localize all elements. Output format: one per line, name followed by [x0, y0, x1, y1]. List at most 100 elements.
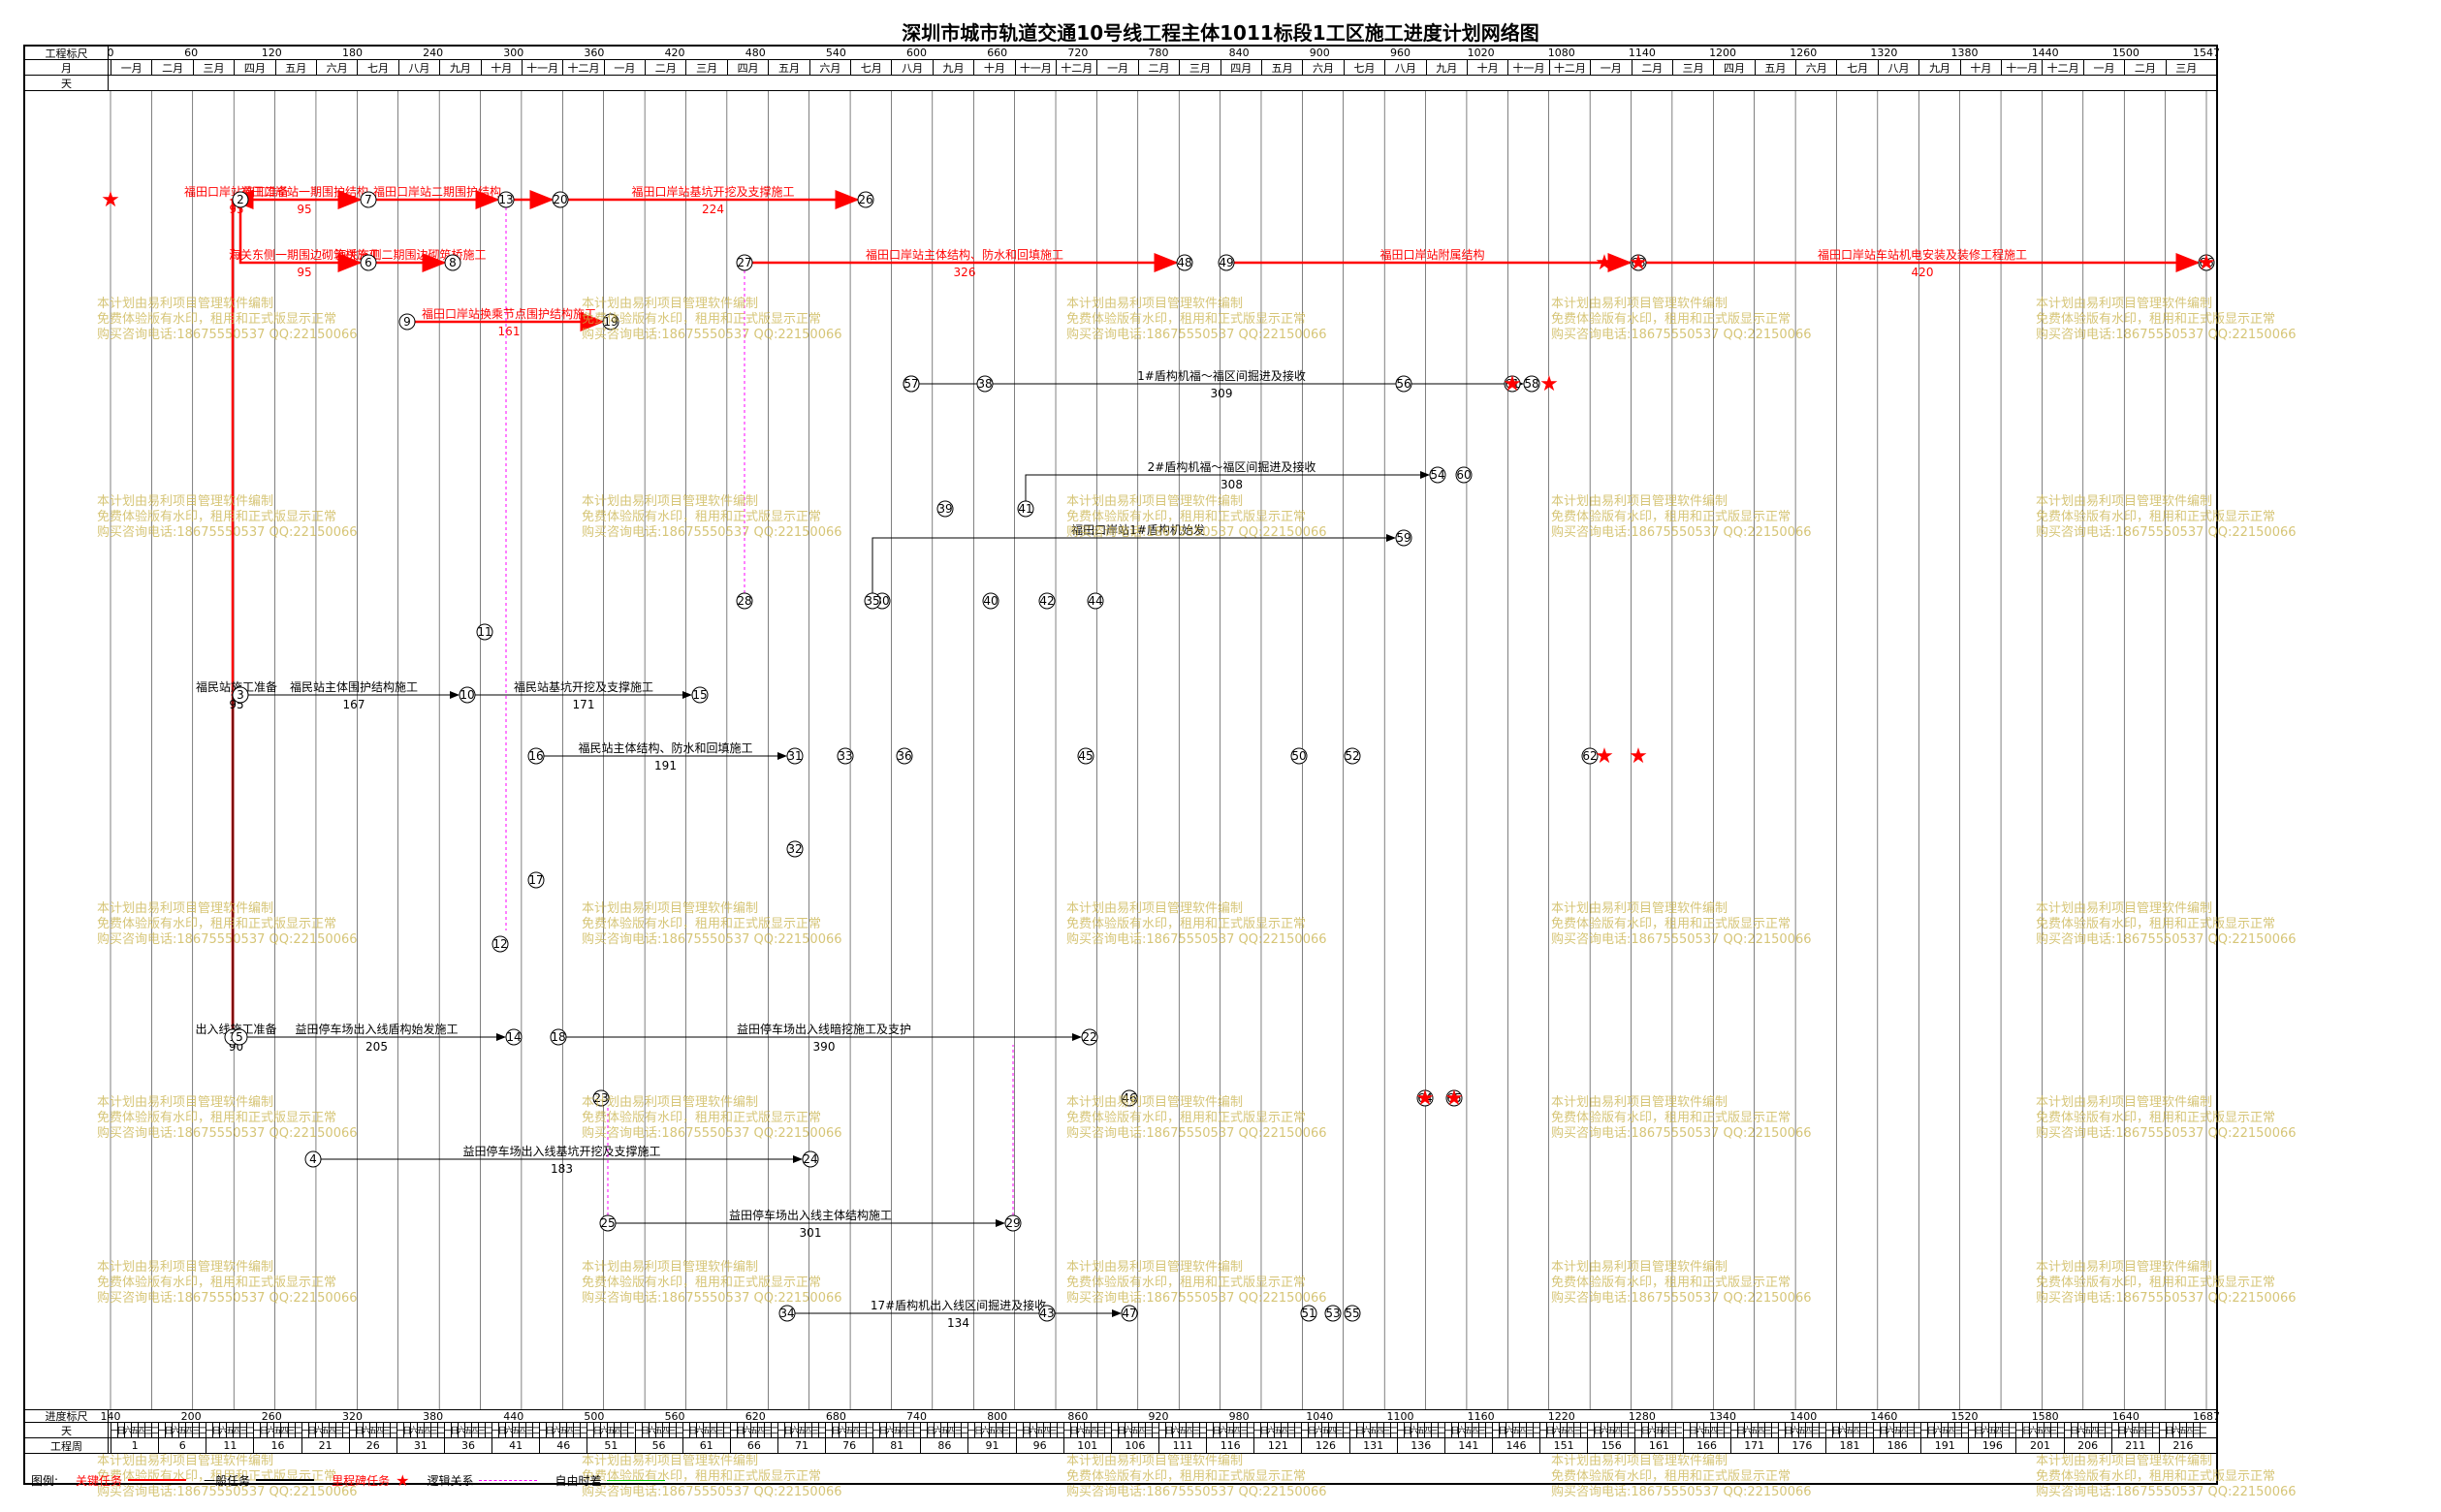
scale-tick: 740 [906, 1410, 928, 1423]
task-node: 16 [527, 747, 545, 765]
task-node: 9 [398, 313, 416, 331]
weekday-cell: 日 [1546, 1423, 1553, 1437]
scale-tick: 540 [825, 47, 846, 59]
weekday-cell: 六 [743, 1423, 750, 1437]
task-duration: 420 [1912, 266, 1934, 279]
scale-tick: 260 [261, 1410, 282, 1423]
node-label: 52 [1345, 749, 1359, 763]
weekday-cell: 三 [1335, 1423, 1343, 1437]
task-node: 22 [1081, 1028, 1098, 1046]
weekday-cell: 一 [1443, 1423, 1451, 1437]
weekday-cell: 日 [1069, 1423, 1077, 1437]
task-node: 46 [1121, 1089, 1138, 1107]
task-node: 47 [1121, 1305, 1138, 1322]
task-node: 34 [778, 1305, 796, 1322]
weekday-cell: 三 [573, 1423, 580, 1437]
weekday-cell: 六 [1648, 1423, 1655, 1437]
month-cell: 二月 [2124, 60, 2165, 75]
node-circle [2198, 254, 2215, 271]
watermark-line: 本计划由易利项目管理软件编制 [2036, 1454, 2213, 1468]
month-cell: 十一月 [1014, 60, 1056, 75]
node-label: 6 [365, 256, 372, 269]
task-label: 益田停车场出入线基坑开挖及支撑施工 [462, 1144, 660, 1158]
node-circle [1445, 1089, 1463, 1107]
weekday-cell: 二 [1580, 1423, 1587, 1437]
weekday-cell: 四 [1233, 1423, 1240, 1437]
week-cell: 211 [2110, 1438, 2159, 1453]
weekday-cell: 二 [1961, 1423, 1968, 1437]
watermark-line: 免费体验版有水印，租用和正式版显示正常 [582, 1276, 822, 1290]
weekday-cell: 五 [1655, 1423, 1662, 1437]
month-cell: 九月 [932, 60, 973, 75]
legend-logic-line [479, 1479, 538, 1481]
watermark: 本计划由易利项目管理软件编制免费体验版有水印，租用和正式版显示正常购买咨询电话:… [1551, 494, 1812, 541]
weekday-cell: 五 [1893, 1423, 1900, 1437]
weekday-cell: 一 [1682, 1423, 1690, 1437]
watermark-line: 购买咨询电话:18675550537 QQ:22150066 [1551, 1485, 1812, 1499]
weekday-cell: 四 [1662, 1423, 1668, 1437]
weekday-cell: 四 [1567, 1423, 1573, 1437]
weekday-cell: 一 [777, 1423, 784, 1437]
watermark: 本计划由易利项目管理软件编制免费体验版有水印，租用和正式版显示正常购买咨询电话:… [2036, 901, 2297, 948]
node-circle [736, 592, 753, 610]
watermark-line: 本计划由易利项目管理软件编制 [2036, 901, 2213, 916]
month-cell: 三月 [685, 60, 726, 75]
weekday-cell: 六 [1838, 1423, 1846, 1437]
weekday-cell: 二 [389, 1423, 396, 1437]
watermark-line: 免费体验版有水印，租用和正式版显示正常 [1551, 510, 1791, 524]
week-cell: 206 [2063, 1438, 2111, 1453]
scale-tick: 440 [503, 1410, 524, 1423]
weekday-cell: 二 [1914, 1423, 1920, 1437]
watermark-line: 免费体验版有水印，租用和正式版显示正常 [97, 1276, 337, 1290]
weekday-cell: 三 [2097, 1423, 2105, 1437]
weekday-cell: 二 [151, 1423, 158, 1437]
month-cell: 四月 [726, 60, 768, 75]
task-node: 58 [1523, 375, 1540, 393]
weekday-cell: 二 [1247, 1423, 1253, 1437]
weekday-cell: 六 [2172, 1423, 2179, 1437]
chart-frame [23, 45, 2218, 1485]
node-circle [1324, 1305, 1342, 1322]
scale-tick: 240 [423, 47, 444, 59]
month-cell: 七月 [1836, 60, 1877, 75]
milestone-star-icon: ★ [1539, 372, 1559, 396]
weekday-cell: 三 [2144, 1423, 2152, 1437]
node-label: 55 [1345, 1307, 1359, 1320]
node-circle [736, 254, 753, 271]
weekday-cell: 四 [1995, 1423, 2002, 1437]
scale-tick: 680 [825, 1410, 846, 1423]
node-label: 65 [1446, 1091, 1461, 1105]
task-node: 44 [1087, 592, 1104, 610]
weekday-cell: 二 [1103, 1423, 1111, 1437]
weekday-cell: 一 [2015, 1423, 2022, 1437]
scale-tick: 840 [1228, 47, 1250, 59]
week-cell: 191 [1920, 1438, 1968, 1453]
node-circle [1630, 254, 1647, 271]
weekday-cell: 日 [1117, 1423, 1125, 1437]
watermark-line: 购买咨询电话:18675550537 QQ:22150066 [582, 525, 842, 540]
weekday-cell: 六 [934, 1423, 940, 1437]
month-cell: 九月 [1918, 60, 1959, 75]
weekday-cell: 日 [2117, 1423, 2125, 1437]
scale-tick: 1140 [1628, 47, 1656, 59]
weekday-cell: 四 [1281, 1423, 1287, 1437]
task-node: 25 [599, 1214, 617, 1232]
weekday-cell: 六 [362, 1423, 369, 1437]
weekday-cell: 三 [859, 1423, 866, 1437]
scale-tick: 720 [1067, 47, 1089, 59]
weekday-cell: 日 [1927, 1423, 1934, 1437]
task-duration: 171 [573, 698, 595, 711]
weekday-cell: 六 [505, 1423, 512, 1437]
scale-tick: 1260 [1790, 47, 1818, 59]
weekday-cell: 日 [307, 1423, 315, 1437]
watermark-line: 免费体验版有水印，租用和正式版显示正常 [2036, 510, 2276, 524]
task-node: 39 [936, 500, 954, 518]
weekday-cell: 四 [1137, 1423, 1145, 1437]
weekday-cell: 三 [1526, 1423, 1533, 1437]
weekday-cell: 三 [668, 1423, 676, 1437]
weekday-cell: 二 [1199, 1423, 1206, 1437]
task-duration: 308 [1220, 478, 1243, 491]
task-node: 33 [837, 747, 854, 765]
watermark: 本计划由易利项目管理软件编制免费体验版有水印，租用和正式版显示正常购买咨询电话:… [1551, 297, 1812, 343]
top-scale-label: 工程标尺 [25, 47, 109, 60]
